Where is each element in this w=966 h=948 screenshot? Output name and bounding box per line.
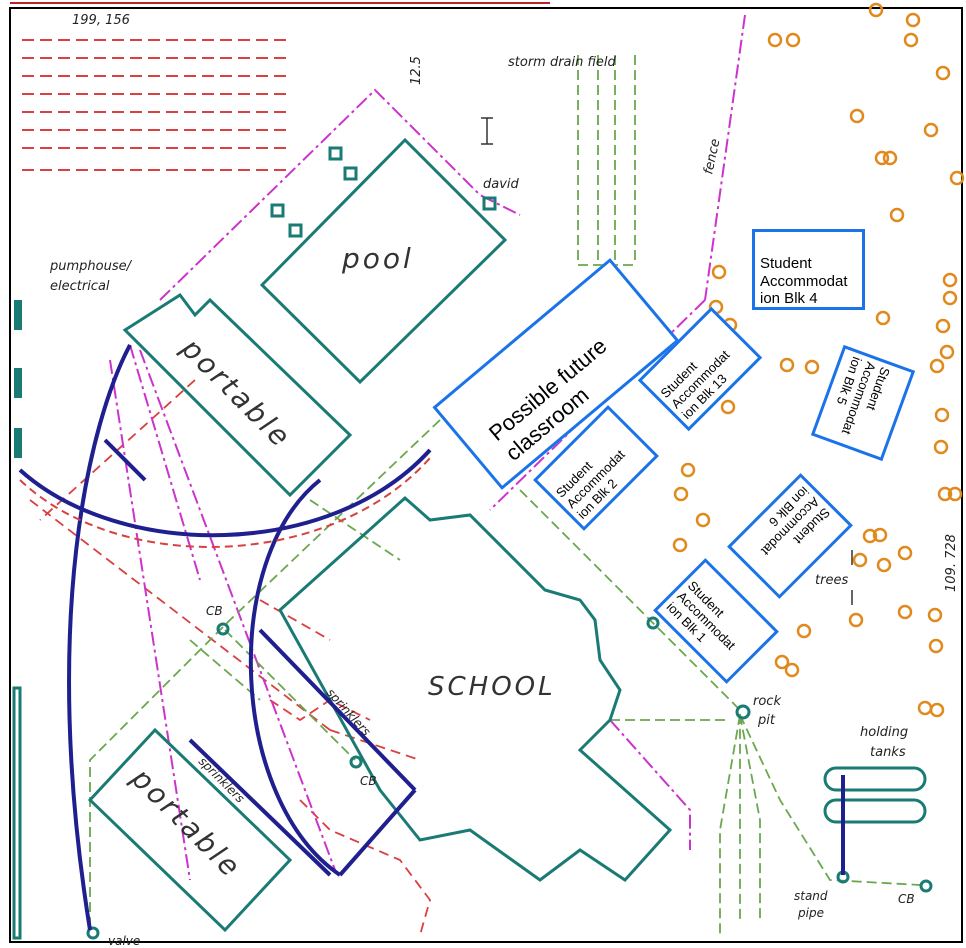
rock-label: rock — [753, 694, 781, 709]
pool-marker — [343, 166, 358, 181]
stand-label: stand — [794, 889, 828, 903]
pumphouse-label: pumphouse/ — [49, 259, 133, 274]
blk4-text: Student Accommodat ion Blk 4 — [760, 255, 848, 307]
text-cursor-icon — [481, 117, 493, 145]
edge-marker — [14, 300, 22, 330]
student-accommodation-blk4[interactable]: Student Accommodat ion Blk 4 — [752, 229, 865, 310]
school-label: SCHOOL — [428, 672, 556, 702]
cb-label: CB — [898, 892, 915, 906]
tanks-label: tanks — [870, 745, 906, 760]
sprinklers-label: sprinklers — [196, 754, 247, 805]
pipe-lines — [18, 344, 845, 931]
holding-label: holding — [860, 725, 908, 740]
edge-marker — [14, 368, 22, 398]
pool-label: pool — [341, 242, 414, 275]
buildings — [86, 137, 933, 940]
pool-marker — [270, 203, 285, 218]
coords-right-label: 109. 728 — [944, 534, 959, 592]
portable-top-outline — [122, 292, 353, 498]
pit-label: pit — [757, 713, 776, 728]
valve-label: valve — [108, 934, 140, 948]
edge-marker — [14, 428, 22, 458]
school-outline — [278, 495, 673, 882]
cb-label: CB — [360, 774, 377, 788]
holding-tank — [823, 766, 927, 792]
pool-marker — [328, 146, 343, 161]
david-label: david — [483, 177, 520, 192]
electrical-label: electrical — [50, 279, 110, 294]
pool-outline — [259, 137, 508, 385]
map-frame — [9, 7, 963, 943]
coords-top-label: 199, 156 — [72, 13, 130, 28]
edge-marker — [12, 686, 22, 940]
trees-label: trees — [815, 573, 848, 588]
green-dash-lines — [89, 55, 921, 935]
holding-tank — [823, 798, 927, 824]
portable-top-label: portable — [174, 331, 298, 455]
pipe-label: pipe — [797, 906, 824, 920]
pool-marker — [288, 223, 303, 238]
dimension-label: 12.5 — [409, 56, 424, 85]
cb-label: CB — [206, 604, 223, 618]
pool-marker — [482, 196, 497, 211]
storm-drain-label: storm drain field — [508, 55, 617, 70]
fence-label: fence — [701, 138, 723, 176]
portable-bottom-outline — [87, 727, 293, 933]
red-hatch-lines — [22, 39, 290, 171]
